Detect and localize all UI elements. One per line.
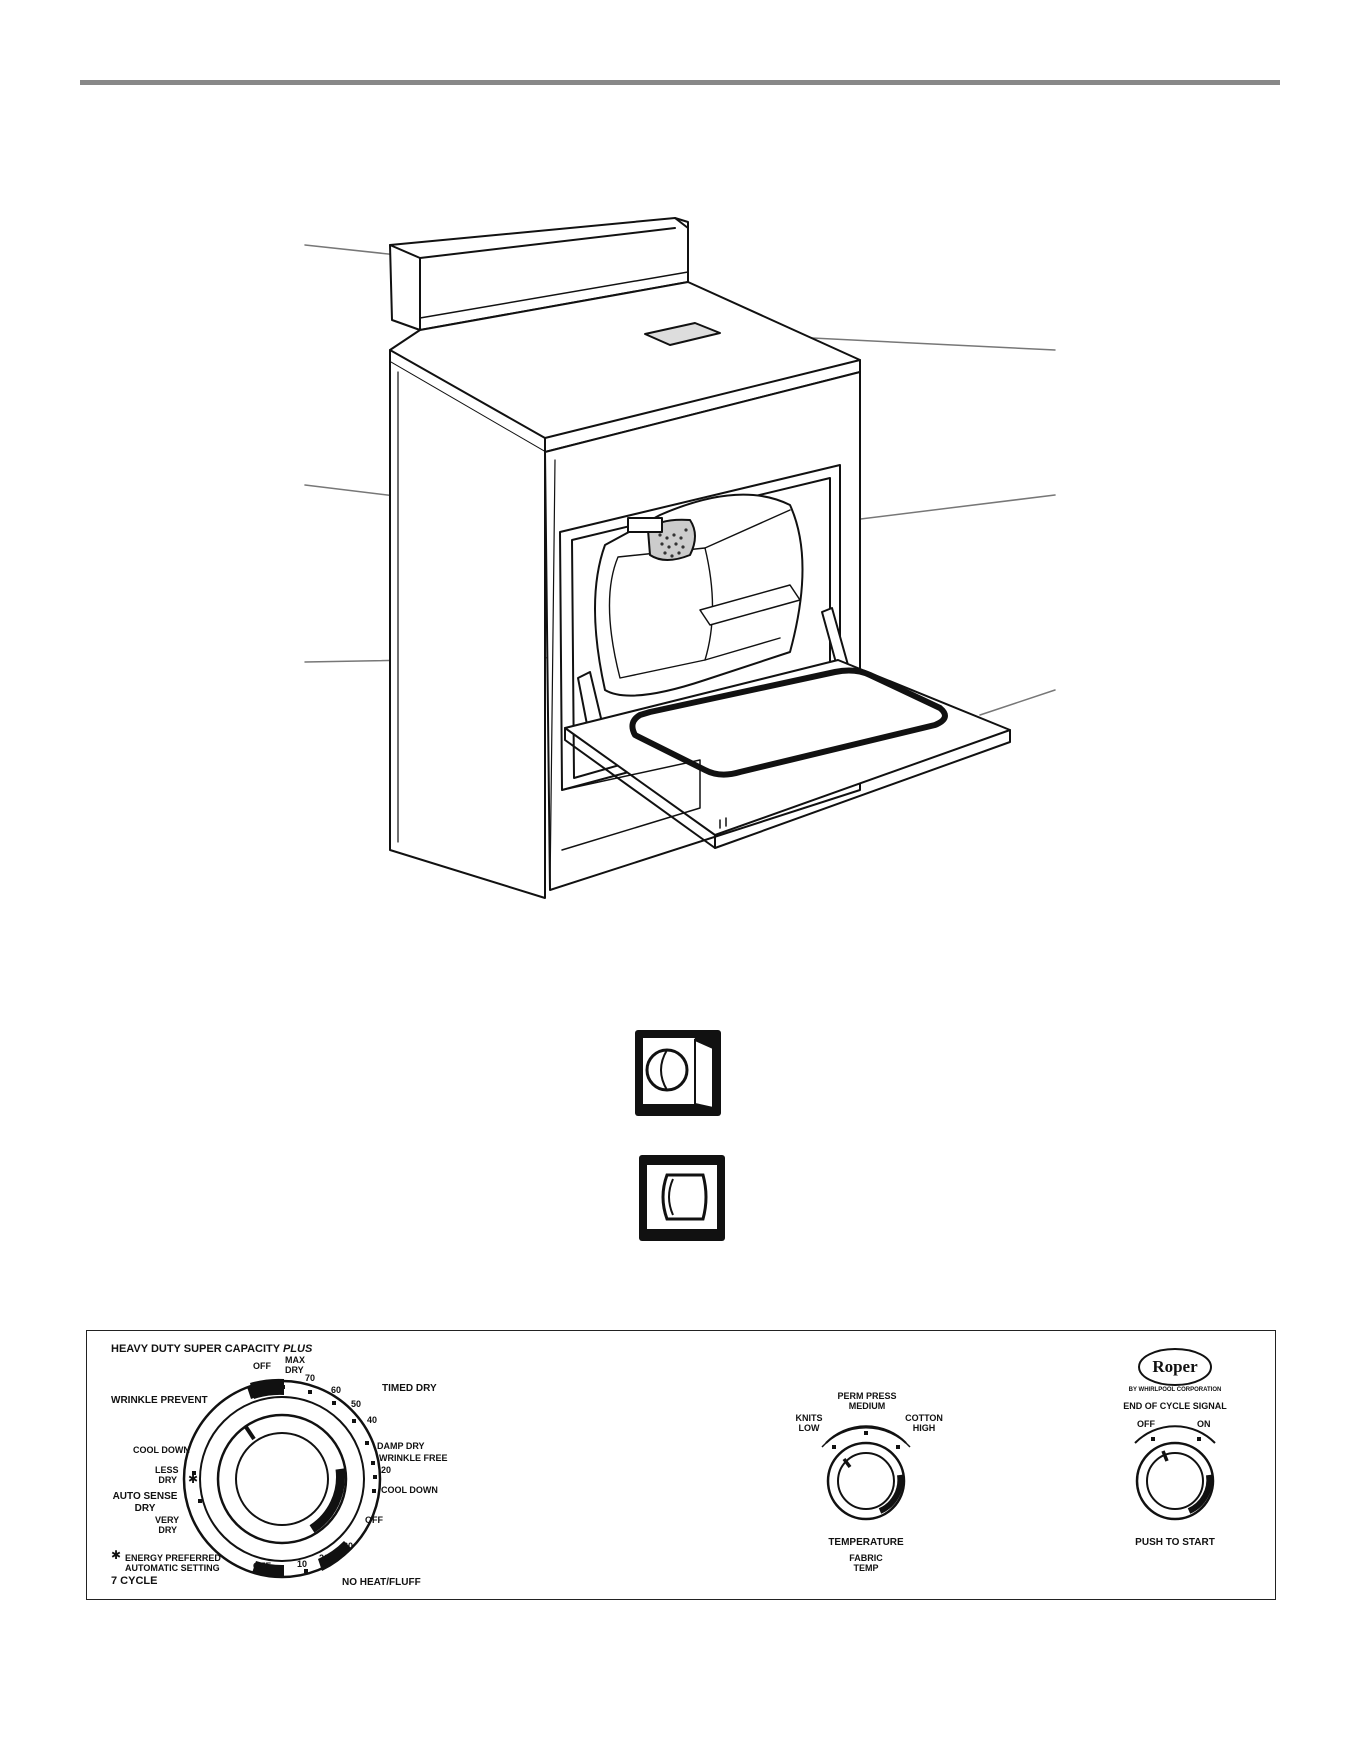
signal-dial-knob (1134, 1425, 1216, 1521)
dryer-door-closed-icon (639, 1155, 725, 1241)
top-rule (80, 80, 1280, 85)
label-20-right: 20 (381, 1465, 392, 1475)
label-off-right: OFF (365, 1515, 383, 1525)
label-timed-dry: TIMED DRY (382, 1383, 437, 1394)
energy-asterisk: ✱ (111, 1548, 122, 1562)
label-60: 60 (331, 1385, 342, 1395)
label-push-to-start: PUSH TO START (1135, 1537, 1215, 1548)
label-50: 50 (351, 1399, 362, 1409)
label-cool-down-left: COOL DOWN (133, 1445, 190, 1455)
label-70: 70 (305, 1373, 316, 1383)
label-less-dry: LESS DRY (155, 1465, 179, 1486)
label-off-bottom: OFF (253, 1561, 271, 1571)
control-panel-graphics: ✱ (182, 1348, 1216, 1579)
label-knits-low: KNITS LOW (795, 1413, 823, 1434)
label-20-bottom: 20 (319, 1553, 330, 1563)
label-auto-sense-dry: AUTO SENSE DRY (112, 1491, 178, 1514)
brand-logo-text: Roper (1152, 1357, 1198, 1376)
control-panel: ✱ HEAVY DUTY SUPER CAPACI (86, 1330, 1276, 1600)
sensor-dots (658, 528, 688, 558)
label-signal-on: ON (1197, 1419, 1211, 1429)
cycle-dial-knob: ✱ (182, 1378, 382, 1579)
label-max-dry: MAX DRY (285, 1355, 305, 1376)
label-30: 30 (343, 1541, 354, 1551)
label-perm-press: PERM PRESS MEDIUM (837, 1391, 897, 1412)
label-wrinkle-free: WRINKLE FREE (379, 1453, 448, 1463)
svg-text:✱: ✱ (188, 1472, 198, 1486)
label-10: 10 (297, 1559, 308, 1569)
label-damp-dry: DAMP DRY (377, 1441, 425, 1451)
label-40: 40 (367, 1415, 378, 1425)
label-no-heat-fluff: NO HEAT/FLUFF (342, 1577, 421, 1588)
label-signal-off: OFF (1137, 1419, 1155, 1429)
label-cotton-high: COTTON HIGH (905, 1413, 943, 1434)
label-wrinkle-prevent: WRINKLE PREVENT (111, 1395, 208, 1406)
energy-note: ENERGY PREFERRED AUTOMATIC SETTING (125, 1553, 221, 1574)
roper-logo (1138, 1348, 1212, 1386)
model-name: HEAVY DUTY SUPER CAPACITY PLUS (111, 1343, 313, 1355)
label-very-dry: VERY DRY (155, 1515, 180, 1536)
label-off-top: OFF (253, 1361, 271, 1371)
dryer-illustration (304, 217, 1056, 899)
brand-subtitle: BY WHIRLPOOL CORPORATION (1128, 1387, 1222, 1393)
cycle-count: 7 CYCLE (111, 1575, 158, 1587)
temperature-dial-knob (821, 1425, 911, 1521)
label-cool-down-right: COOL DOWN (381, 1485, 438, 1495)
label-end-of-cycle-signal: END OF CYCLE SIGNAL (1123, 1401, 1227, 1411)
dryer-door-open-icon (635, 1030, 721, 1116)
label-temperature: TEMPERATURE (828, 1537, 904, 1548)
label-fabric-temp: FABRIC TEMP (849, 1553, 883, 1574)
